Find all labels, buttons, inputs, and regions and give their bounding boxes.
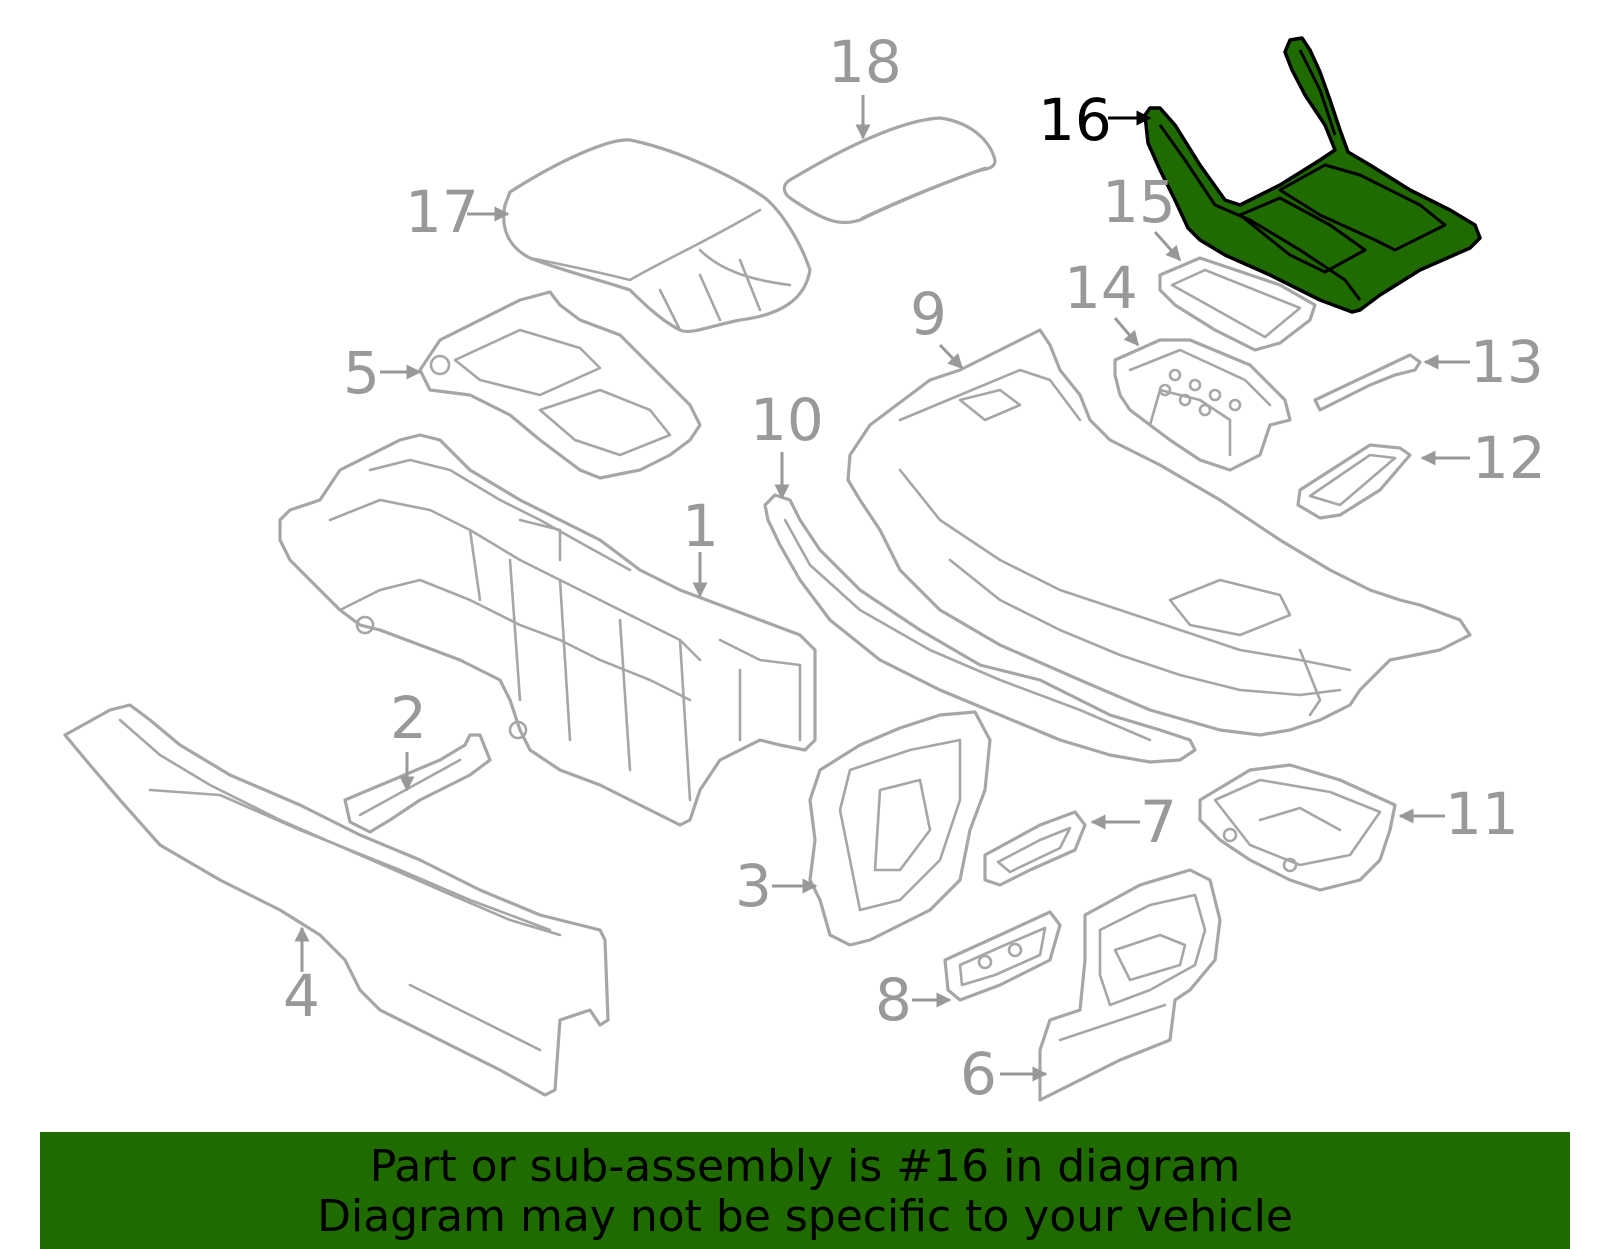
arrow-9 bbox=[938, 343, 964, 370]
part-17-armrest-lid bbox=[502, 138, 812, 333]
banner-line-1: Part or sub-assembly is #16 in diagram bbox=[369, 1141, 1241, 1192]
callout-1: 1 bbox=[682, 492, 719, 560]
part-1-console-frame bbox=[278, 433, 817, 827]
part-9-upper-trim bbox=[846, 328, 1472, 737]
callout-4: 4 bbox=[283, 962, 320, 1030]
callout-11: 11 bbox=[1445, 780, 1519, 848]
callout-14: 14 bbox=[1064, 254, 1138, 322]
part-5-base-bracket bbox=[418, 290, 702, 480]
part-10-trim-strip bbox=[763, 493, 1197, 764]
callout-10: 10 bbox=[750, 386, 824, 454]
callout-17: 17 bbox=[405, 178, 479, 246]
part-16-console-trim-highlighted bbox=[1143, 36, 1482, 314]
callout-13: 13 bbox=[1470, 328, 1544, 396]
callout-16: 16 bbox=[1038, 86, 1112, 154]
callout-6: 6 bbox=[960, 1040, 997, 1108]
part-3-support-bracket bbox=[808, 710, 992, 947]
part-6-rear-vent-panel bbox=[1038, 868, 1222, 1102]
callout-7: 7 bbox=[1140, 788, 1177, 856]
callout-12: 12 bbox=[1472, 424, 1546, 492]
part-18-armrest-pad bbox=[782, 116, 997, 225]
part-13-strip bbox=[1313, 353, 1422, 412]
part-8-switch-bezel bbox=[943, 910, 1062, 1002]
callout-5: 5 bbox=[343, 339, 380, 407]
part-12-tray-mat bbox=[1296, 443, 1412, 520]
arrow-14 bbox=[1113, 317, 1140, 347]
parts-diagram: 1 2 3 4 5 6 7 8 9 10 11 12 13 14 15 16 1… bbox=[63, 28, 1546, 1108]
callout-arrows bbox=[294, 95, 1470, 1082]
callout-labels: 1 2 3 4 5 6 7 8 9 10 11 12 13 14 15 16 1… bbox=[283, 28, 1546, 1108]
part-15-pad bbox=[1158, 256, 1317, 352]
arrow-15 bbox=[1153, 231, 1182, 262]
part-11-storage-bin bbox=[1198, 763, 1397, 892]
callout-15: 15 bbox=[1102, 168, 1176, 236]
callout-3: 3 bbox=[735, 852, 772, 920]
banner-line-2: Diagram may not be specific to your vehi… bbox=[317, 1191, 1293, 1242]
part-4-side-trim bbox=[63, 703, 610, 1097]
part-14-switch-panel bbox=[1113, 338, 1292, 472]
callout-2: 2 bbox=[390, 684, 427, 752]
part-7-switch-bezel bbox=[983, 810, 1087, 887]
callout-8: 8 bbox=[875, 966, 912, 1034]
info-banner: Part or sub-assembly is #16 in diagram D… bbox=[40, 1132, 1570, 1249]
callout-18: 18 bbox=[828, 28, 902, 96]
callout-9: 9 bbox=[910, 280, 947, 348]
